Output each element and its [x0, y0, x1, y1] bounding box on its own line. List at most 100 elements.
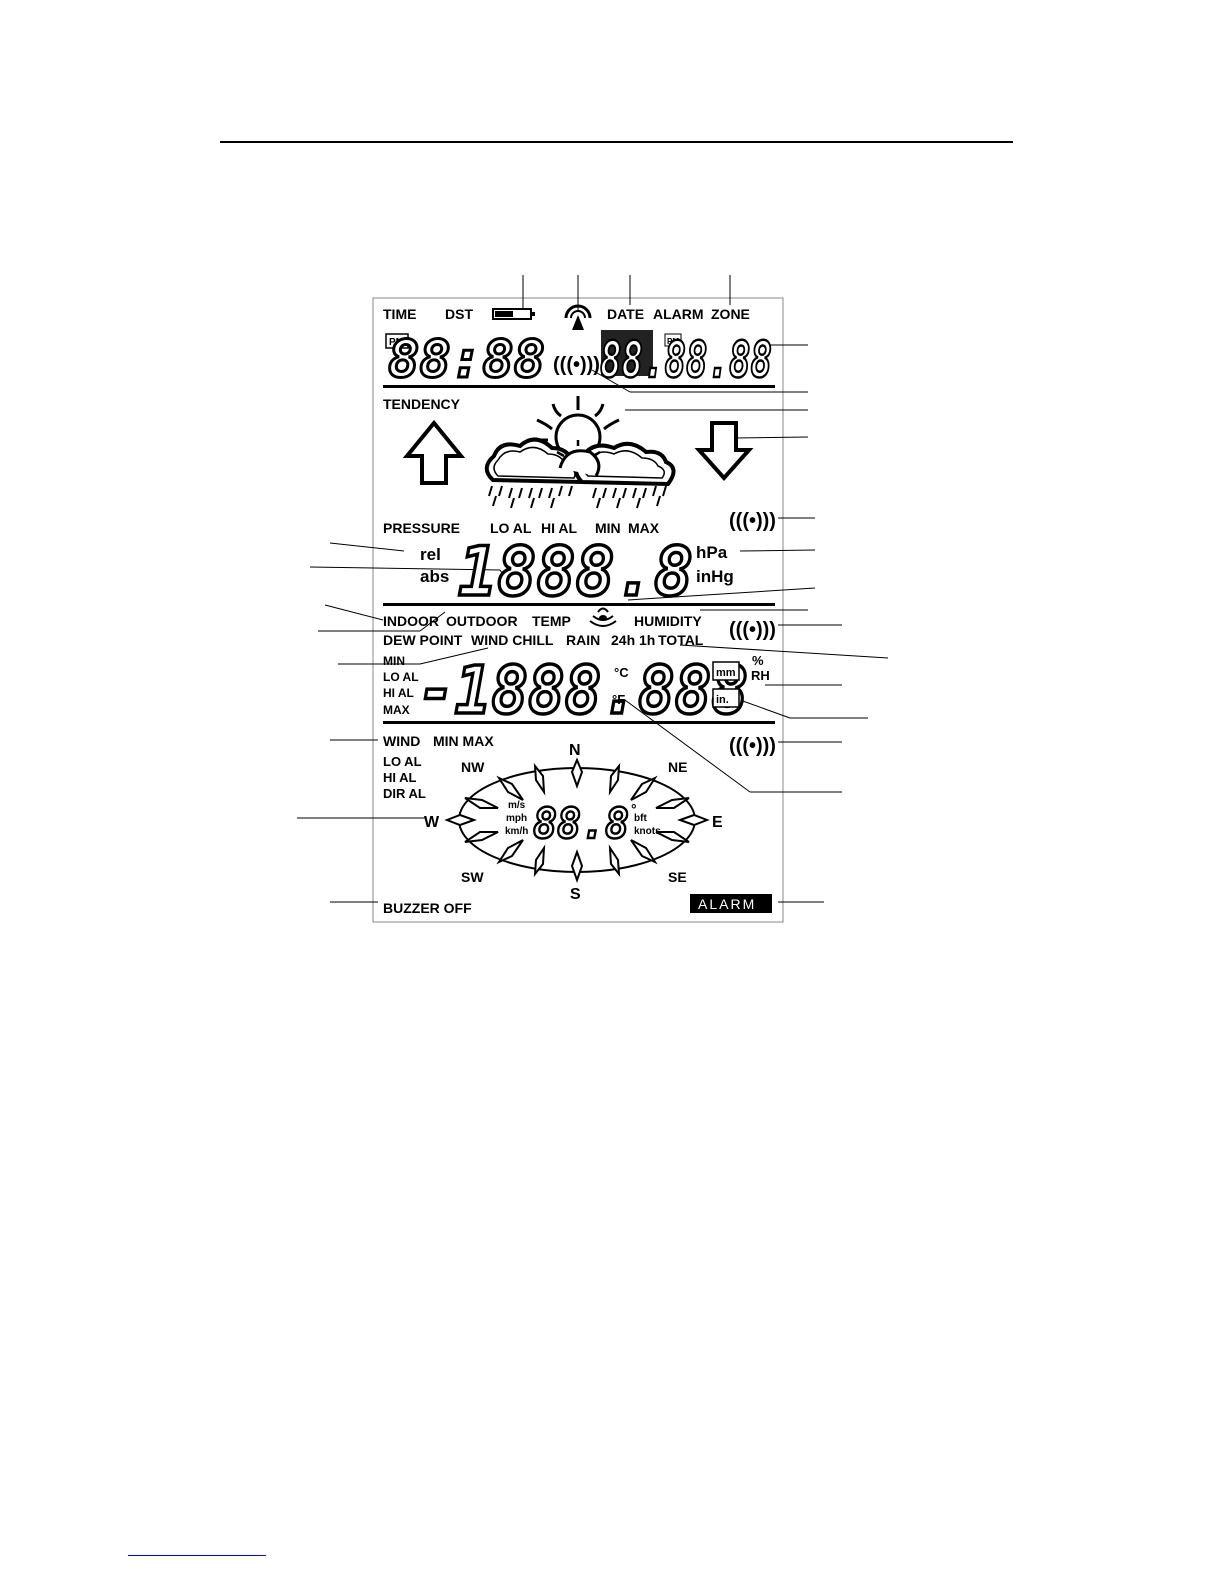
unit-fahrenheit: °F: [612, 692, 625, 707]
unit-mm-box: [712, 661, 740, 681]
compass-se: SE: [668, 869, 687, 885]
unit-bft: bft: [634, 813, 647, 824]
unit-mm: mm: [716, 667, 736, 679]
divider-temp: [383, 721, 775, 724]
unit-inhg: inHg: [696, 567, 734, 586]
footer-link-underline: [128, 1555, 266, 1556]
unit-ms: m/s: [508, 800, 526, 811]
temperature-digits: -1888.888: [418, 652, 748, 729]
unit-in-box: [712, 688, 740, 708]
label-abs: abs: [420, 567, 449, 586]
pointer-s: [570, 849, 584, 883]
rain-icon: [488, 485, 667, 509]
pm-left-label: PM: [389, 337, 404, 348]
unit-kmh: km/h: [505, 826, 528, 837]
outdoor-sensor-signal-icon: [589, 607, 617, 627]
label-indoor: INDOOR: [383, 613, 439, 629]
label-temp-hi-al: HI AL: [383, 686, 414, 700]
wind-degree-symbol: °: [631, 801, 637, 817]
pointer-ne: [630, 775, 658, 801]
label-outdoor: OUTDOOR: [446, 613, 518, 629]
compass-n: N: [569, 742, 581, 759]
label-wind-dir-al: DIR AL: [383, 786, 426, 801]
unit-in: in.: [716, 694, 729, 706]
label-temp-lo-al: LO AL: [383, 670, 419, 684]
pointer-se: [630, 839, 658, 865]
label-temp-max: MAX: [383, 703, 410, 717]
svg-text:(((•))): (((•))): [553, 354, 600, 376]
label-pressure: PRESSURE: [383, 520, 460, 536]
label-temp: TEMP: [532, 613, 571, 629]
label-zone: ZONE: [711, 306, 750, 322]
divider-pressure: [383, 603, 775, 606]
callout-lines: [297, 275, 889, 903]
tendency-down-arrow-icon: [694, 421, 754, 482]
date-digits: 88.88.88: [600, 331, 772, 389]
label-wind-min-max: MIN MAX: [433, 733, 494, 749]
label-rain: RAIN: [566, 632, 600, 648]
label-time: TIME: [383, 306, 416, 322]
battery-icon: [492, 308, 535, 320]
compass-pointers: [444, 757, 710, 883]
compass-w: W: [424, 814, 440, 831]
label-wind-chill: WIND CHILL: [471, 632, 554, 648]
pointer-ssw: [533, 844, 546, 878]
pointer-ene: [655, 797, 690, 809]
pointer-sw: [496, 839, 524, 865]
compass-ne: NE: [668, 759, 687, 775]
pointer-e: [677, 813, 710, 827]
pointer-w: [444, 813, 477, 827]
unit-celsius: °C: [614, 665, 629, 680]
label-wind-lo-al: LO AL: [383, 754, 422, 769]
pressure-digits: 1888.8: [458, 533, 693, 612]
alarm-signal-icon-time: (((•))): [553, 354, 600, 376]
label-pressure-max: MAX: [628, 520, 660, 536]
label-tendency: TENDENCY: [383, 396, 461, 412]
cloud-icon: [484, 437, 676, 487]
pointer-nne: [608, 762, 621, 796]
compass-nw: NW: [461, 759, 485, 775]
pointer-wnw: [464, 797, 499, 809]
label-temp-min: MIN: [383, 654, 405, 668]
label-wind-hi-al: HI AL: [383, 770, 417, 785]
unit-mph: mph: [506, 813, 527, 824]
date-digits-filled-block: [601, 330, 653, 376]
unit-rh: RH: [751, 668, 770, 683]
label-rain-24h: 24h: [611, 632, 635, 648]
unit-knots: knots: [634, 826, 661, 837]
tendency-up-arrow-icon: [402, 419, 466, 485]
pm-right-label: PM: [667, 337, 679, 346]
alarm-badge: ALARM: [698, 896, 756, 912]
pointer-nw: [496, 775, 524, 801]
alarm-badge-bg: [690, 894, 772, 913]
partial-sun-icon: [556, 440, 601, 477]
temp-alarm-signal-icon: (((•))): [729, 619, 776, 641]
label-wind: WIND: [383, 733, 420, 749]
clock-digits: 88:88: [388, 330, 545, 390]
label-pressure-min: MIN: [595, 520, 621, 536]
pointer-ese: [655, 831, 690, 843]
divider-time: [383, 385, 775, 388]
pointer-n: [570, 757, 584, 789]
compass-sw: SW: [461, 869, 484, 885]
label-pressure-hi-al: HI AL: [541, 520, 577, 536]
pressure-alarm-signal-icon: (((•))): [729, 510, 776, 532]
pointer-wsw: [464, 831, 499, 843]
label-rain-1h: 1h: [639, 632, 655, 648]
label-date: DATE: [607, 306, 644, 322]
label-humidity: HUMIDITY: [634, 613, 702, 629]
pointer-nnw: [533, 762, 546, 796]
wind-alarm-signal-icon: (((•))): [729, 735, 776, 757]
pointer-sse: [608, 844, 621, 878]
label-buzzer-off: BUZZER OFF: [383, 900, 472, 916]
label-alarm: ALARM: [653, 306, 704, 322]
label-pressure-lo-al: LO AL: [490, 520, 532, 536]
pm-indicator-right: [664, 333, 682, 347]
label-rain-total: TOTAL: [658, 632, 704, 648]
label-dew-point: DEW POINT: [383, 632, 463, 648]
unit-hpa: hPa: [696, 543, 728, 562]
page-header-rule: [220, 141, 1013, 143]
compass-s: S: [570, 886, 581, 903]
label-dst: DST: [445, 306, 473, 322]
